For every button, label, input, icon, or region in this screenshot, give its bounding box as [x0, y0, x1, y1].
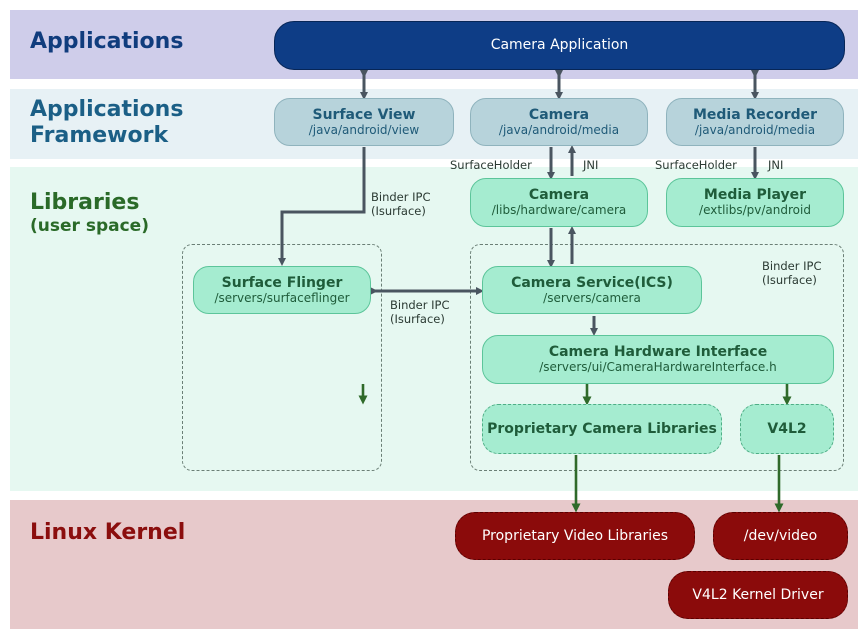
dev-video-label: /dev/video	[743, 527, 818, 544]
surface-view-box: Surface View /java/android/view	[274, 98, 454, 146]
proprietary-camera-libraries-label: Proprietary Camera Libraries	[487, 421, 717, 437]
libraries-layer-title: Libraries (user space)	[30, 190, 149, 236]
proprietary-video-libraries-box: Proprietary Video Libraries	[455, 512, 695, 560]
libraries-title-line-2: (user space)	[30, 216, 149, 236]
camera-application-label: Camera Application	[490, 37, 629, 53]
camera-hardware-interface-box: Camera Hardware Interface /servers/ui/Ca…	[482, 335, 834, 384]
media-recorder-title: Media Recorder	[692, 106, 818, 123]
media-player-box: Media Player /extlibs/pv/android	[666, 178, 844, 227]
dev-video-box: /dev/video	[713, 512, 848, 560]
binder-ipc-label-2: Binder IPC (Isurface)	[390, 298, 450, 326]
camera-framework-title: Camera	[528, 106, 590, 123]
binder-ipc-3-line-2: (Isurface)	[762, 273, 817, 287]
framework-title-line-2: Framework	[30, 123, 169, 148]
surfaceholder-label-2: SurfaceHolder	[655, 158, 737, 172]
camera-lib-path: /libs/hardware/camera	[491, 203, 627, 217]
binder-ipc-3-line-1: Binder IPC	[762, 259, 822, 273]
binder-ipc-label-1: Binder IPC (Isurface)	[371, 190, 431, 218]
jni-label-1: JNI	[583, 158, 599, 172]
applications-layer-title: Applications	[30, 29, 184, 54]
media-player-title: Media Player	[703, 187, 807, 203]
kernel-layer-title: Linux Kernel	[30, 520, 186, 545]
camera-service-box: Camera Service(ICS) /servers/camera	[482, 266, 702, 314]
camera-lib-box: Camera /libs/hardware/camera	[470, 178, 648, 227]
camera-application-box: Camera Application	[274, 21, 845, 70]
camera-framework-box: Camera /java/android/media	[470, 98, 648, 146]
proprietary-camera-libraries-box: Proprietary Camera Libraries	[482, 404, 722, 454]
media-player-path: /extlibs/pv/android	[699, 203, 811, 217]
surface-flinger-title: Surface Flinger	[221, 274, 343, 291]
surface-view-path: /java/android/view	[308, 122, 420, 137]
camera-lib-title: Camera	[528, 187, 590, 203]
camera-service-group	[470, 244, 844, 471]
arrow-surfaceview-flinger	[278, 147, 366, 266]
binder-ipc-label-3: Binder IPC (Isurface)	[762, 259, 822, 287]
framework-layer-title: Applications Framework	[30, 97, 183, 149]
jni-label-2: JNI	[768, 158, 784, 172]
binder-ipc-2-line-1: Binder IPC	[390, 298, 450, 312]
media-recorder-path: /java/android/media	[694, 122, 816, 137]
binder-ipc-1-line-2: (Isurface)	[371, 204, 426, 218]
v4l2-kernel-driver-label: V4L2 Kernel Driver	[692, 586, 824, 603]
surface-view-title: Surface View	[312, 106, 416, 123]
surface-flinger-box: Surface Flinger /servers/surfaceflinger	[193, 266, 371, 314]
media-recorder-box: Media Recorder /java/android/media	[666, 98, 844, 146]
v4l2-label: V4L2	[767, 421, 807, 437]
binder-ipc-2-line-2: (Isurface)	[390, 312, 445, 326]
libraries-title-line-1: Libraries	[30, 190, 140, 215]
camera-service-title: Camera Service(ICS)	[511, 274, 673, 291]
camera-hardware-interface-path: /servers/ui/CameraHardwareInterface.h	[539, 360, 777, 374]
v4l2-box: V4L2	[740, 404, 834, 454]
surface-flinger-path: /servers/surfaceflinger	[214, 290, 350, 305]
proprietary-video-libraries-label: Proprietary Video Libraries	[481, 527, 669, 544]
framework-title-line-1: Applications	[30, 97, 184, 122]
camera-service-path: /servers/camera	[543, 290, 641, 305]
v4l2-kernel-driver-box: V4L2 Kernel Driver	[668, 571, 848, 619]
camera-hardware-interface-title: Camera Hardware Interface	[548, 344, 768, 360]
surfaceholder-label-1: SurfaceHolder	[450, 158, 532, 172]
camera-framework-path: /java/android/media	[498, 122, 620, 137]
binder-ipc-1-line-1: Binder IPC	[371, 190, 431, 204]
